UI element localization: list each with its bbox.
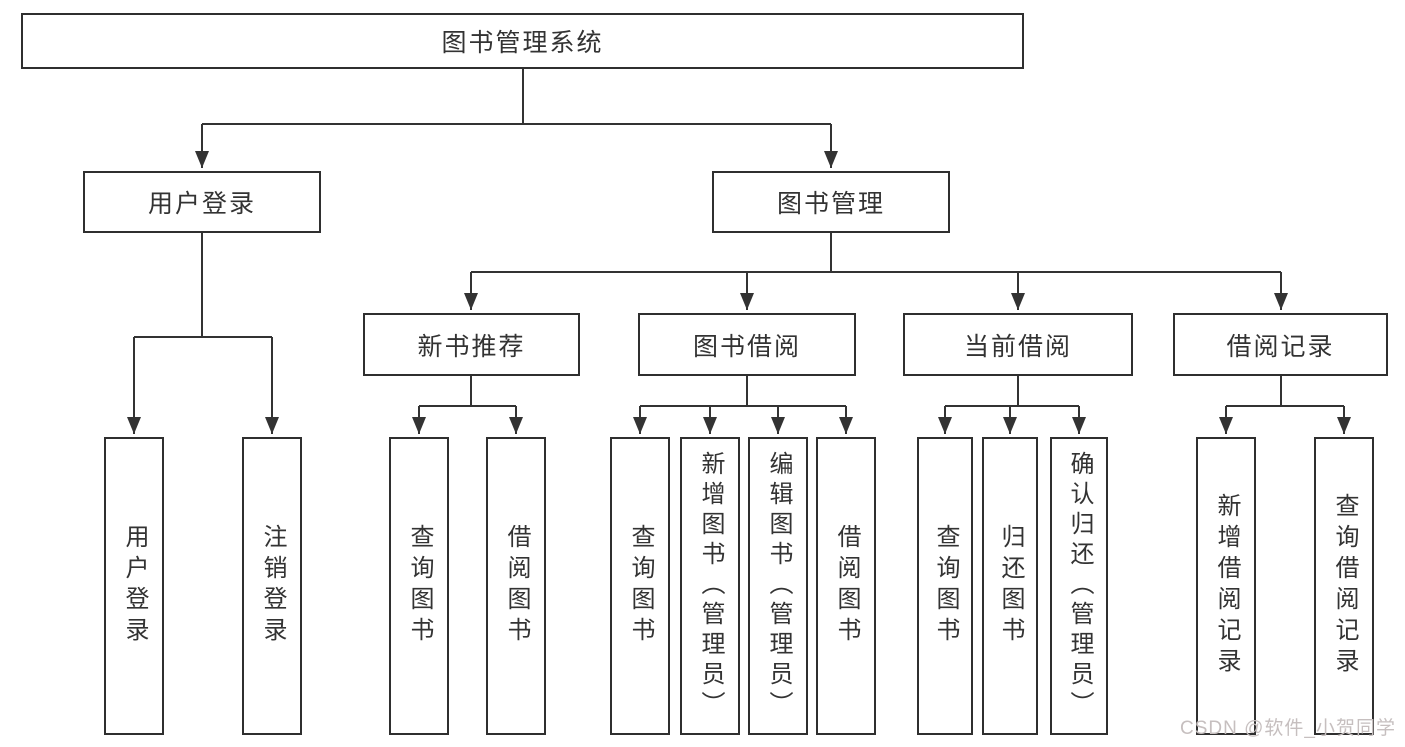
watermark: CSDN @软件_小贺同学	[1180, 718, 1396, 739]
node-library-management-system: 图书管理系统	[21, 13, 1024, 69]
leaf-query-books-borrow: 查询图书	[610, 437, 670, 735]
node-borrowing-records: 借阅记录	[1173, 313, 1388, 376]
leaf-edit-book-admin: 编辑图书（管理员）	[748, 437, 808, 735]
leaf-query-books-recommend: 查询图书	[389, 437, 449, 735]
leaf-return-book: 归还图书	[982, 437, 1038, 735]
leaf-add-borrow-record: 新增借阅记录	[1196, 437, 1256, 735]
leaf-add-book-admin: 新增图书（管理员）	[680, 437, 740, 735]
leaf-query-books-current: 查询图书	[917, 437, 973, 735]
node-current-borrowing: 当前借阅	[903, 313, 1133, 376]
leaf-logout: 注销登录	[242, 437, 302, 735]
leaf-borrow-books-borrow: 借阅图书	[816, 437, 876, 735]
leaf-confirm-return-admin: 确认归还（管理员）	[1050, 437, 1108, 735]
leaf-user-login: 用户登录	[104, 437, 164, 735]
node-book-borrowing: 图书借阅	[638, 313, 856, 376]
node-new-book-recommend: 新书推荐	[363, 313, 580, 376]
leaf-query-borrow-record: 查询借阅记录	[1314, 437, 1374, 735]
node-user-login: 用户登录	[83, 171, 321, 233]
node-book-management: 图书管理	[712, 171, 950, 233]
leaf-borrow-books-recommend: 借阅图书	[486, 437, 546, 735]
